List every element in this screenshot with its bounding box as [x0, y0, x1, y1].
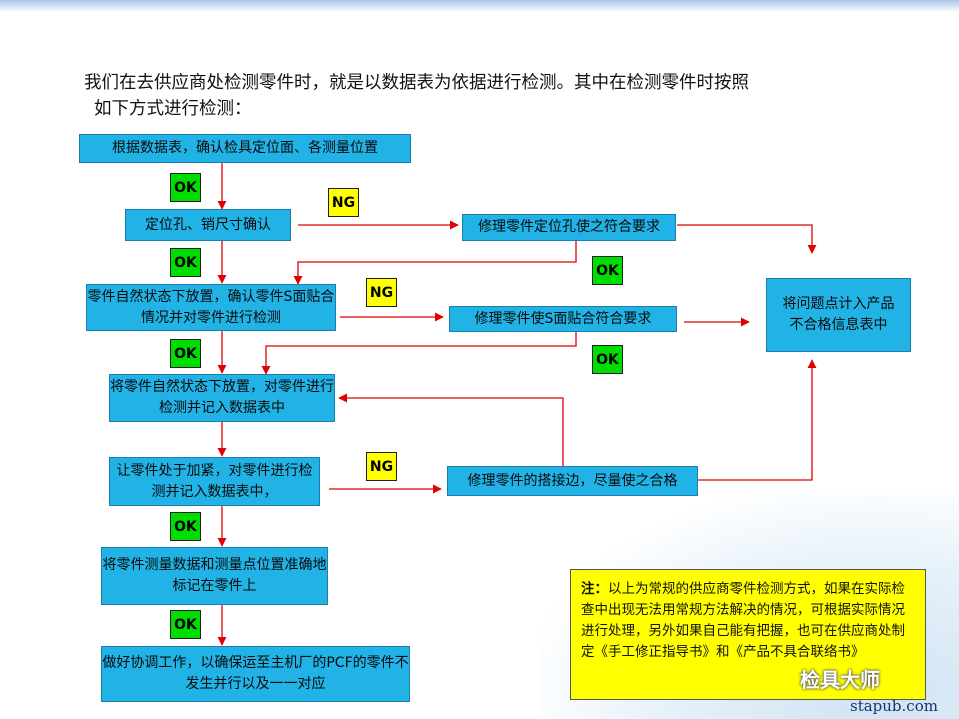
step-clamped-inspect: 让零件处于加紧，对零件进行检测并记入数据表中， — [109, 457, 320, 506]
arrow-f3-record — [698, 359, 817, 481]
arrow-f2-s4 — [261, 332, 577, 375]
ng-label-1: NG — [328, 188, 359, 217]
intro-line-1: 我们在去供应商处检测零件时，就是以数据表为依据进行检测。其中在检测零件时按照 — [84, 73, 749, 93]
step-free-state-inspect: 将零件自然状态下放置，对零件进行检测并记入数据表中 — [109, 374, 335, 422]
note-text: 以上为常规的供应商零件检测方式，如果在实际检查中出现无法用常规方法解决的情况，可… — [581, 581, 905, 660]
ng-label-3: NG — [366, 452, 397, 481]
ok-label-fix2: OK — [592, 345, 623, 374]
ng-label-2: NG — [366, 278, 397, 307]
fix-overlap-edge: 修理零件的搭接边，尽量使之合格 — [447, 466, 698, 496]
note-heading: 注： — [581, 581, 608, 597]
ok-label-2: OK — [170, 248, 201, 277]
step-coordinate-work: 做好协调工作，以确保运至主机厂的PCF的零件不发生并行以及一一对应 — [101, 646, 410, 702]
step-mark-data: 将零件测量数据和测量点位置准确地标记在零件上 — [101, 547, 328, 605]
fix-s-surface: 修理零件使S面贴合符合要求 — [449, 306, 677, 332]
step-check-fixture: 根据数据表，确认检具定位面、各测量位置 — [79, 134, 411, 163]
fix-locating-hole: 修理零件定位孔使之符合要求 — [462, 214, 676, 241]
intro-line-2: 如下方式进行检测： — [94, 99, 252, 119]
step-hole-pin-check: 定位孔、销尺寸确认 — [125, 209, 291, 241]
ok-label-5: OK — [170, 610, 201, 639]
ok-label-fix1: OK — [592, 256, 623, 285]
ok-label-4: OK — [170, 512, 201, 541]
step-s-surface-check: 零件自然状态下放置，确认零件S面贴合情况并对零件进行检测 — [86, 284, 336, 331]
ok-label-3: OK — [170, 339, 201, 368]
watermark-url: stapub.com — [850, 697, 938, 715]
ok-label-1: OK — [170, 173, 201, 202]
arrow-f1-record — [677, 224, 817, 254]
watermark-logo: 检具大师 — [800, 668, 880, 692]
arrow-f1-s3 — [293, 241, 577, 285]
note-box: 注：以上为常规的供应商零件检测方式，如果在实际检查中出现无法用常规方法解决的情况… — [570, 569, 926, 700]
record-nonconformity: 将问题点计入产品不合格信息表中 — [766, 278, 911, 352]
intro-text: 我们在去供应商处检测零件时，就是以数据表为依据进行检测。其中在检测零件时按照 如… — [84, 70, 914, 122]
top-banner — [0, 0, 959, 12]
arrow-f3-s4 — [338, 393, 564, 471]
